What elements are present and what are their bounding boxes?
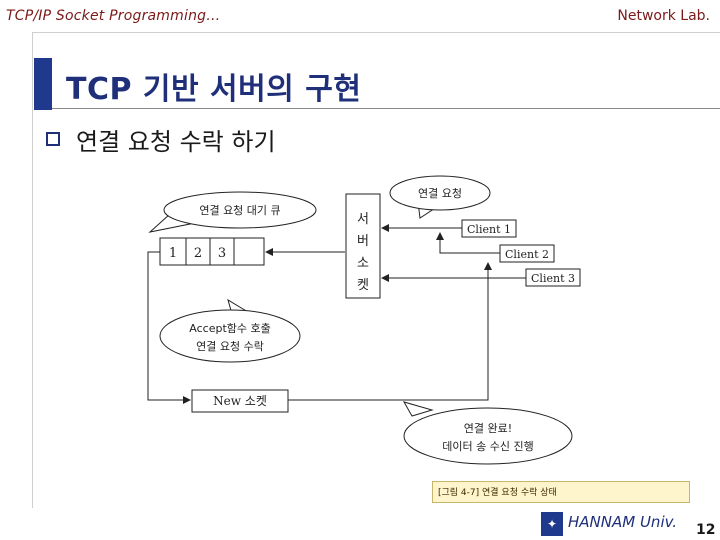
header-course-title: TCP/IP Socket Programming… [6,8,221,24]
queue-cell-1: 1 [169,246,177,261]
bullet-icon [46,132,60,146]
figure-caption-box [432,481,690,503]
queue-cell-3: 3 [218,246,226,261]
slide-title: TCP 기반 서버의 구현 [66,72,362,107]
server-socket-char-2: 버 [357,234,369,249]
university-logo-icon: ✦ [541,512,563,536]
request-bubble-label: 연결 요청 [418,187,462,200]
accept-bubble-line1: Accept함수 호출 [189,322,270,335]
client-3: Client 3 [525,268,581,287]
client-2-request-arrow [436,232,500,254]
page-number: 12 [696,522,716,538]
queue-bubble-label: 연결 요청 대기 큐 [199,204,280,217]
connection-queue: 1 2 3 [159,237,265,266]
server-socket-char-3: 소 [357,256,369,271]
new-socket-label: New 소켓 [213,394,267,408]
accept-bubble-line2: 연결 요청 수락 [196,340,264,353]
server-socket-char-4: 켓 [357,278,369,293]
request-bubble: 연결 요청 [389,175,491,219]
queue-cell-2: 2 [194,246,202,261]
title-underline [52,108,720,109]
client-2-label: Client 2 [505,248,549,261]
title-accent-bar [34,58,52,110]
university-name: HANNAM Univ. [568,513,678,531]
queue-to-new-socket-arrow [147,251,191,404]
client-1-label: Client 1 [467,223,511,236]
client-1: Client 1 [461,219,517,238]
queue-bubble: 연결 요청 대기 큐 [148,191,317,233]
header-lab-name: Network Lab. [617,8,710,24]
new-socket: New 소켓 [191,389,289,413]
done-bubble-line1: 연결 완료! [464,422,512,435]
accept-bubble: Accept함수 호출 연결 요청 수락 [159,298,301,363]
server-socket-char-1: 서 [357,212,369,227]
done-bubble: 연결 완료! 데이터 송 수신 진행 [402,401,573,465]
client-3-label: Client 3 [531,272,575,285]
bullet-text: 연결 요청 수락 하기 [76,128,276,156]
server-socket: 서 버 소 켓 [345,193,381,299]
done-bubble-line2: 데이터 송 수신 진행 [442,440,533,453]
client-2: Client 2 [499,244,555,263]
new-socket-to-client-arrow [288,262,492,401]
figure-caption: [그림 4-7] 연결 요청 수락 상태 [438,488,557,498]
